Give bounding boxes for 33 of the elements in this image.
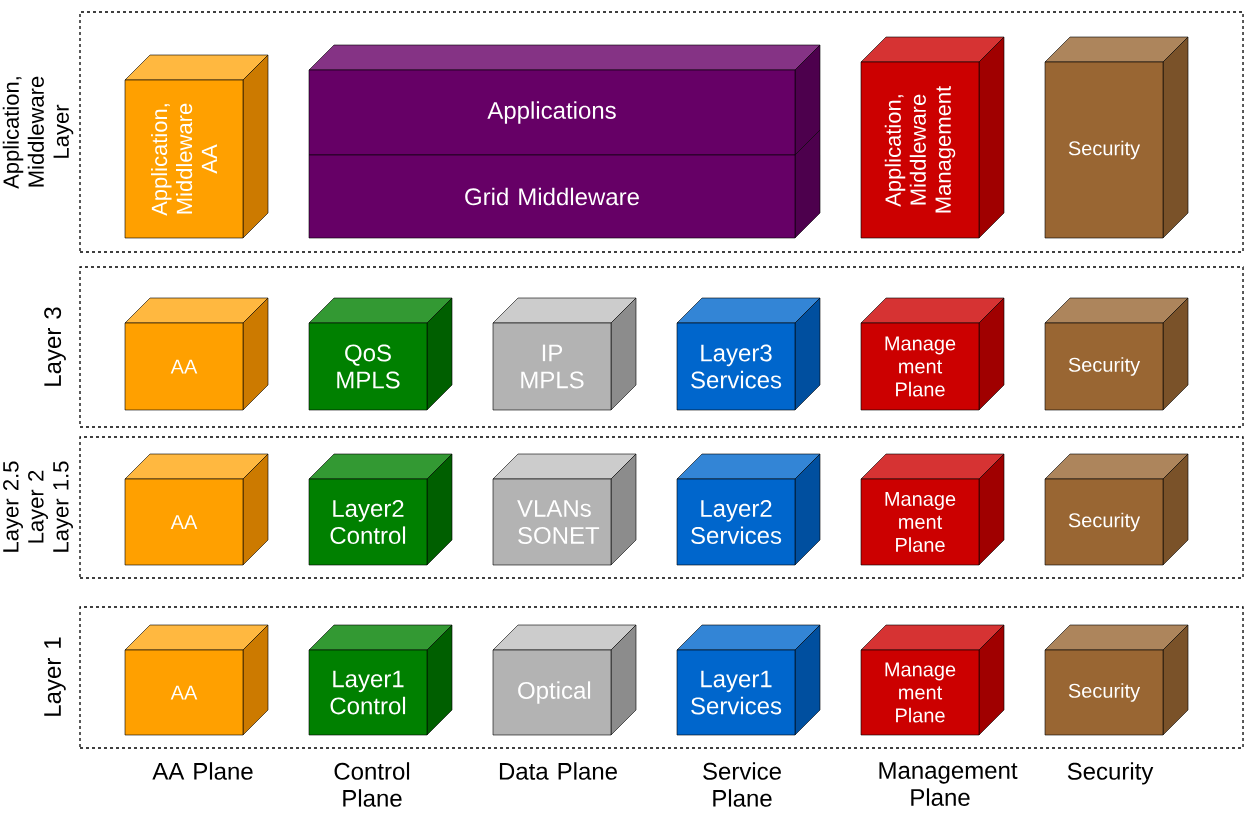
cube: Security [1044, 624, 1189, 736]
cube: AA [124, 297, 269, 411]
cube: Application, Middleware Management [860, 36, 1005, 239]
cube: Layer1 Services [676, 624, 821, 736]
cube: Security [1044, 36, 1189, 239]
cube: Layer2 Services [676, 453, 821, 566]
cube: IP MPLS [492, 297, 637, 411]
axis-label: AA Plane [152, 762, 253, 780]
cube: Manage ment Plane [860, 624, 1005, 736]
cube: AA [124, 624, 269, 736]
axis-label: Control Plane [334, 762, 410, 807]
cube: Security [1044, 297, 1189, 411]
cube: Manage ment Plane [860, 297, 1005, 411]
axis-label: Security [1067, 762, 1154, 785]
cube: VLANs SONET [492, 453, 637, 566]
cube: Layer2 Control [308, 453, 453, 566]
node-label: Layer 2.5 Layer 2 Layer 1.5 [3, 461, 73, 552]
node-label: Layer 1 [44, 637, 66, 716]
cube: QoS MPLS [308, 297, 453, 411]
cube: Manage ment Plane [860, 453, 1005, 566]
cube: Layer1 Control [308, 624, 453, 736]
cube: AA [124, 453, 269, 566]
node-label: Application, Middleware Layer [2, 76, 74, 189]
cube: Security [1044, 453, 1189, 566]
axis-label: Data Plane [499, 762, 617, 780]
axis-label: Service Plane [703, 762, 781, 807]
cube: Optical [492, 624, 637, 736]
cube: Application, Middleware AA [124, 54, 269, 239]
cube: Layer3 Services [676, 297, 821, 411]
axis-label: Management Plane [879, 762, 1018, 806]
cube: Grid Middleware [308, 129, 821, 239]
node-label: Layer 3 [44, 307, 66, 386]
cube: Applications [308, 44, 821, 156]
